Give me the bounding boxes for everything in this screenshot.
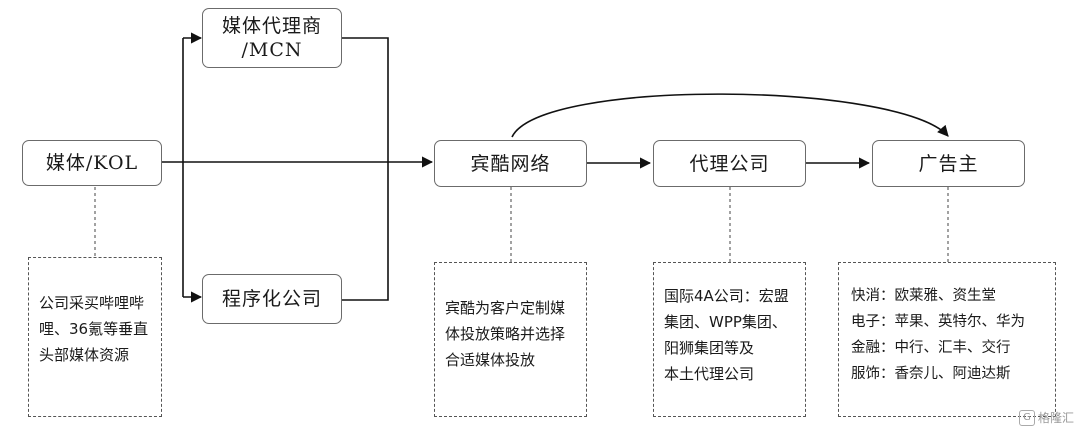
- note-line: 服饰：香奈儿、阿迪达斯: [851, 366, 1011, 382]
- node-advertiser-label: 广告主: [918, 152, 979, 175]
- note-line: 公司采买哔哩哔: [39, 294, 145, 312]
- node-agency-label: 代理公司: [689, 152, 770, 175]
- gelonghui-logo-icon: G: [1018, 409, 1035, 426]
- node-mcn-label-line2: /MCN: [241, 39, 303, 61]
- node-programmatic: 程序化公司: [202, 274, 342, 324]
- node-media-kol-label: 媒体/KOL: [45, 152, 139, 174]
- arrow-binku-to-advertiser-curve: [511, 93, 949, 138]
- note-line: 国际4A公司：宏盟: [664, 287, 789, 305]
- note-binku: 宾酷为客户定制媒 体投放策略并选择 合适媒体投放: [434, 262, 587, 417]
- note-line: 电子：苹果、英特尔、华为: [851, 314, 1025, 330]
- node-binku: 宾酷网络: [434, 140, 587, 187]
- node-programmatic-label: 程序化公司: [221, 288, 322, 310]
- note-media-kol: 公司采买哔哩哔 哩、36氪等垂直 头部媒体资源: [28, 257, 162, 417]
- node-media-kol: 媒体/KOL: [22, 140, 162, 186]
- note-line: 宾酷为客户定制媒: [445, 299, 566, 317]
- note-line: 合适媒体投放: [445, 351, 536, 369]
- note-line: 头部媒体资源: [39, 346, 130, 364]
- programmatic-merge-line: [342, 162, 389, 301]
- node-agency: 代理公司: [653, 140, 806, 187]
- node-media-agency-mcn: 媒体代理商 /MCN: [202, 8, 342, 68]
- note-line: 本土代理公司: [664, 365, 755, 383]
- note-line: 阳狮集团等及: [664, 339, 755, 357]
- note-line: 金融：中行、汇丰、交行: [851, 340, 1011, 356]
- node-advertiser: 广告主: [872, 140, 1025, 187]
- note-line: 快消：欧莱雅、资生堂: [851, 288, 996, 304]
- note-agency: 国际4A公司：宏盟 集团、WPP集团、 阳狮集团等及 本土代理公司: [653, 262, 806, 417]
- watermark: G 格隆汇: [1018, 409, 1074, 426]
- node-mcn-label-line1: 媒体代理商: [221, 15, 322, 37]
- node-binku-label: 宾酷网络: [470, 152, 551, 175]
- note-advertiser: 快消：欧莱雅、资生堂 电子：苹果、英特尔、华为 金融：中行、汇丰、交行 服饰：香…: [838, 262, 1056, 417]
- mcn-merge-line: [342, 37, 389, 162]
- note-line: 集团、WPP集团、: [664, 313, 787, 331]
- note-line: 体投放策略并选择: [445, 325, 566, 343]
- note-line: 哩、36氪等垂直: [39, 320, 149, 338]
- watermark-text: 格隆汇: [1037, 411, 1074, 425]
